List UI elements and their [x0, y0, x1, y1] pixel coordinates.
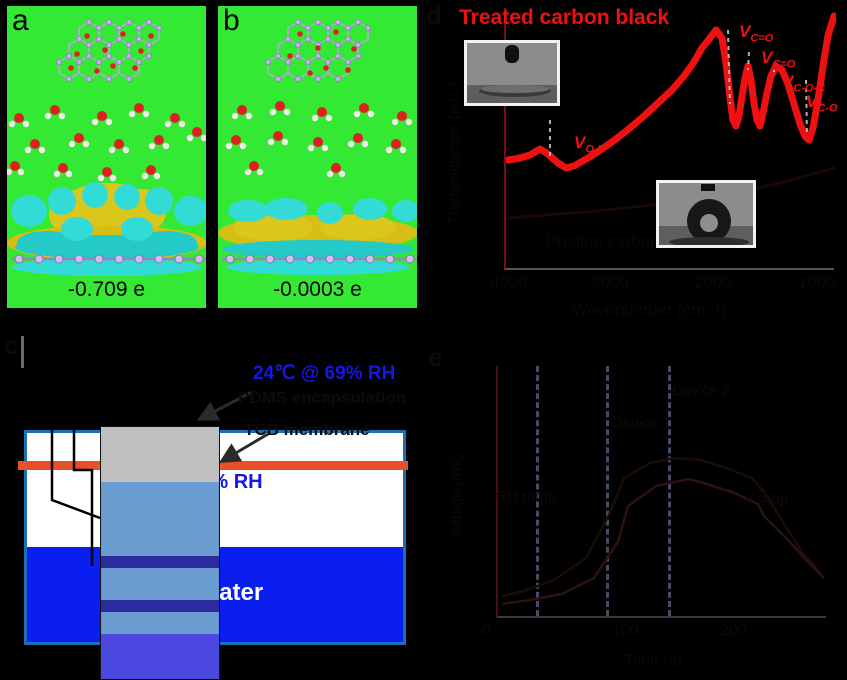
vt-annotation-device1: Device 1 [612, 414, 671, 431]
ftir-peak-label-coc: VC-O-C [782, 72, 826, 95]
layer-carbon-1 [100, 482, 220, 518]
graphene-sheet-a [47, 16, 177, 86]
ftir-xtick-1000: 1000 [798, 273, 836, 292]
layer-pdms [100, 426, 220, 482]
ftir-y-axis-title: Transmittance (a.u.) [446, 82, 463, 225]
vt-gridline-3 [668, 366, 671, 616]
vt-curves [501, 456, 825, 606]
ftir-xtick-2000: 2000 [694, 273, 732, 292]
layer-carbon-2 [100, 518, 220, 556]
panel-a-dft-treated: a [4, 3, 209, 311]
layer-carbon-3 [100, 568, 220, 600]
panel-e-voltage-time: e Voltage (mV) Device 2 Device 1 RH ramp… [424, 330, 847, 680]
panel-c-rule [21, 336, 24, 368]
layer-substrate [100, 634, 220, 680]
vt-xtick-200: 200 [720, 622, 747, 639]
inset-contact-angle-treated [464, 40, 560, 106]
vt-xtick-100: 100 [612, 622, 639, 639]
layer-electrode-top [100, 556, 220, 568]
ftir-x-axis-title: Wavenumber (cm⁻¹) [572, 300, 726, 319]
panel-a-charge-label: -0.709 e [67, 278, 146, 301]
ftir-peak-label-co-2: VC=O [761, 48, 796, 71]
vt-annotation-device2: Device 2 [672, 382, 731, 399]
vt-gridline-1 [536, 366, 539, 616]
device-layer-stack [100, 426, 220, 680]
panel-c-letter: c [4, 330, 19, 360]
isosurface-b [218, 171, 417, 281]
panel-c-device-schematic: c 100% RH DI Water [0, 330, 424, 680]
ftir-xtick-4000: 4000 [490, 273, 528, 292]
vt-gridline-2 [606, 366, 609, 616]
vt-annotation-v-drop: V drop [744, 490, 789, 507]
layer-electrode-bottom [100, 600, 220, 612]
condition-label: 24℃ @ 69% RH [253, 363, 396, 384]
ftir-peak-label-co-1: VC=O [739, 22, 774, 45]
isosurface-a [7, 171, 206, 281]
panel-b-dft-pristine: b [215, 3, 420, 311]
panel-e-letter: e [428, 342, 443, 372]
vt-annotation-rh-ramp: RH ramp [496, 488, 557, 505]
vt-plot-area [496, 366, 826, 618]
annotation-arrows [196, 390, 269, 464]
vt-x-axis-title: Time (s) [624, 652, 683, 669]
annotation-pdms: PDMS encapsulation [238, 388, 407, 407]
vt-y-axis-title: Voltage (mV) [448, 453, 465, 540]
ftir-peak-label-co-3: VC-O [806, 92, 838, 115]
vt-xtick-0: 0 [482, 622, 491, 639]
ftir-title: Treated carbon black [459, 6, 670, 29]
panel-b-charge-label: -0.0003 e [273, 278, 362, 301]
water-molecules-b [218, 96, 417, 186]
panel-d-ftir: d Transmittance (a.u.) Treated c [424, 0, 847, 330]
inset-contact-angle-pristine [656, 180, 756, 248]
voltmeter-wiring [50, 420, 101, 566]
annotation-membrane: TCB membrane [244, 420, 370, 439]
panel-a-letter: a [12, 4, 29, 37]
ftir-peak-label-oh: V_O-HVO-H [574, 133, 606, 156]
panel-d-letter: d [426, 0, 442, 30]
graphene-sheet-b [256, 16, 386, 86]
layer-carbon-4 [100, 612, 220, 634]
panel-ab-dft: a [0, 0, 424, 320]
ftir-xtick-3000: 3000 [591, 273, 629, 292]
panel-b-letter: b [223, 4, 240, 37]
water-molecules-a [7, 96, 206, 186]
